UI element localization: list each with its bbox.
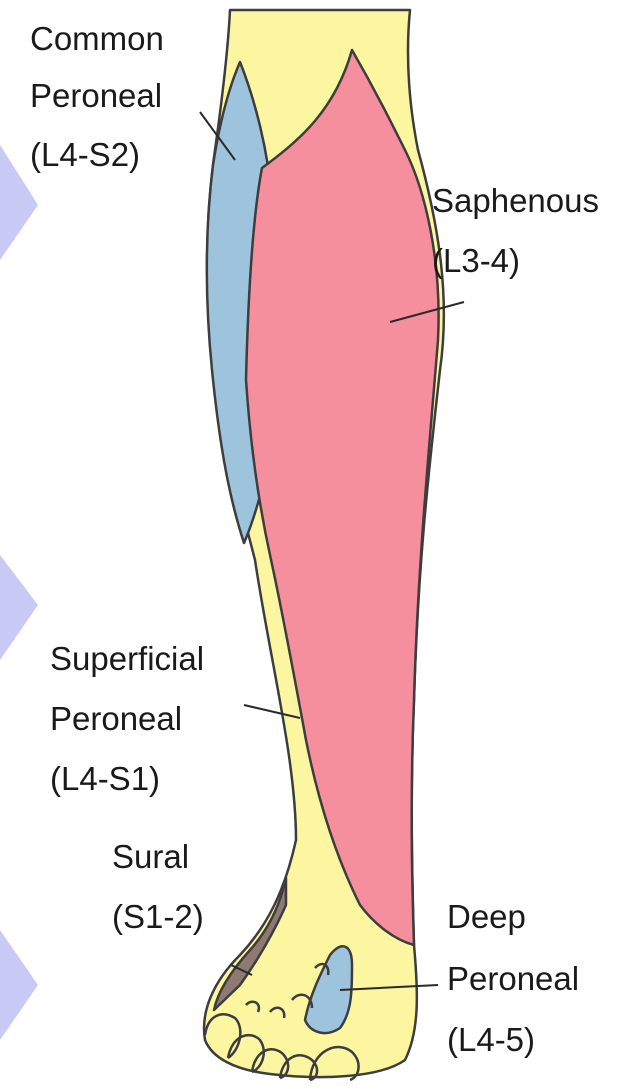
svg-text:Deep: Deep [447, 898, 526, 935]
svg-text:Peroneal: Peroneal [447, 960, 579, 997]
svg-text:Peroneal: Peroneal [30, 77, 162, 114]
superficial-peroneal-label: Superficial Peroneal (L4-S1) [50, 640, 204, 797]
svg-text:(S1-2): (S1-2) [112, 898, 204, 935]
slide-marker-bottom [0, 930, 38, 1040]
deep-peroneal-label: Deep Peroneal (L4-5) [447, 898, 579, 1058]
svg-text:Saphenous: Saphenous [432, 182, 599, 219]
saphenous-region [246, 50, 439, 945]
svg-text:Sural: Sural [112, 838, 189, 875]
svg-text:Peroneal: Peroneal [50, 700, 182, 737]
svg-text:Common: Common [30, 20, 164, 57]
svg-text:(L4-S2): (L4-S2) [30, 136, 140, 173]
svg-text:(L4-S1): (L4-S1) [50, 760, 160, 797]
svg-text:(L4-5): (L4-5) [447, 1021, 535, 1058]
sural-label: Sural (S1-2) [112, 838, 204, 935]
slide-marker-middle [0, 555, 38, 660]
common-peroneal-label: Common Peroneal (L4-S2) [30, 20, 164, 173]
svg-text:Superficial: Superficial [50, 640, 204, 677]
svg-text:(L3-4): (L3-4) [432, 242, 520, 279]
saphenous-label: Saphenous (L3-4) [432, 182, 599, 279]
